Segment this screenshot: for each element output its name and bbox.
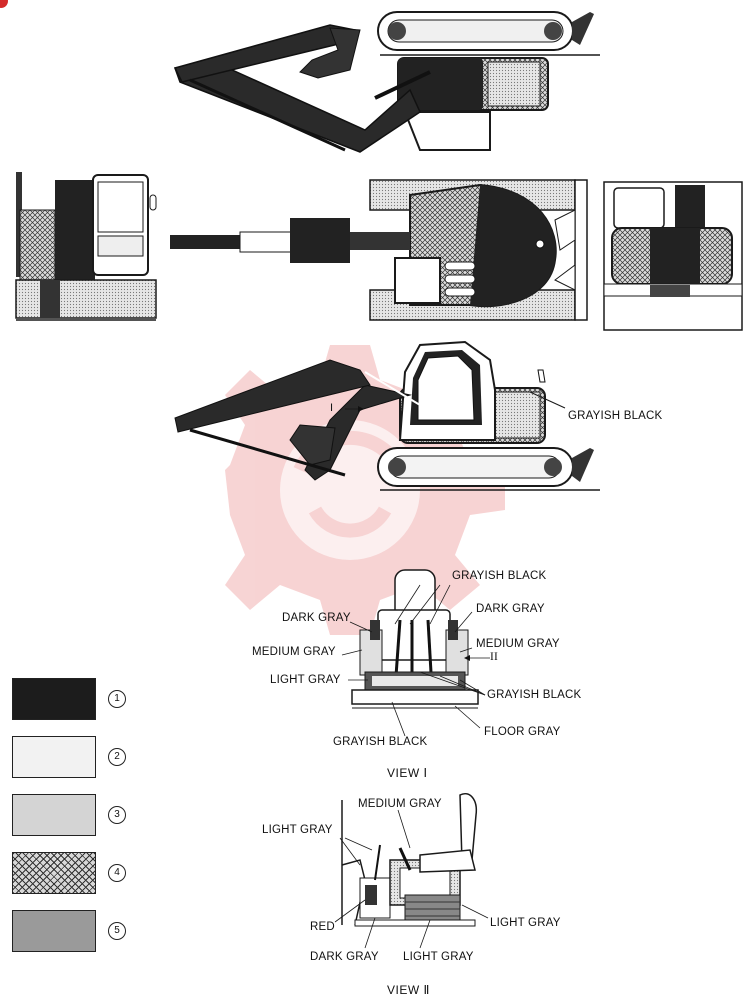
label-view2-dark-gray: DARK GRAY <box>310 951 379 963</box>
excavator-side-view-bottom <box>174 340 600 491</box>
label-view1-medium-gray-left: MEDIUM GRAY <box>252 646 336 658</box>
label-view2-medium-gray: MEDIUM GRAY <box>358 798 442 810</box>
label-view1-medium-gray-right: MEDIUM GRAY <box>476 638 560 650</box>
corner-mark <box>0 0 8 8</box>
caption-view-1: VIEW Ⅰ <box>387 766 428 780</box>
excavator-rear-view <box>603 181 743 331</box>
label-view1-dark-gray-right: DARK GRAY <box>476 603 545 615</box>
label-view1-light-gray: LIGHT GRAY <box>270 674 341 686</box>
excavator-plan-view <box>170 179 588 321</box>
excavator-front-view <box>15 172 157 321</box>
label-view2-light-gray-left: LIGHT GRAY <box>262 824 333 836</box>
legend-number-2: 2 <box>108 748 126 766</box>
legend-swatch-1 <box>12 678 96 720</box>
legend-swatch-5 <box>12 910 96 952</box>
legend-swatch-3 <box>12 794 96 836</box>
excavator-side-view-top <box>173 11 600 153</box>
view-2-cab-interior <box>334 793 489 949</box>
label-view1-grayish-black-right: GRAYISH BLACK <box>487 689 582 701</box>
legend-number-4: 4 <box>108 864 126 882</box>
label-view1-floor-gray: FLOOR GRAY <box>484 726 561 738</box>
legend-number-5: 5 <box>108 922 126 940</box>
marker-view-2: II <box>490 651 499 663</box>
legend-number-1: 1 <box>108 690 126 708</box>
legend-swatch-4 <box>12 852 96 894</box>
label-view2-light-gray-bottom: LIGHT GRAY <box>403 951 474 963</box>
caption-view-2: VIEW Ⅱ <box>387 983 430 997</box>
legend-number-3: 3 <box>108 806 126 824</box>
label-view1-dark-gray-left: DARK GRAY <box>282 612 351 624</box>
label-view2-red: RED <box>310 921 335 933</box>
view-1-cab-interior <box>341 569 490 737</box>
label-view2-light-gray-right: LIGHT GRAY <box>490 917 561 929</box>
legend-swatch-2 <box>12 736 96 778</box>
label-exterior-grayish-black: GRAYISH BLACK <box>568 410 663 422</box>
label-view1-grayish-black-bottom: GRAYISH BLACK <box>333 736 428 748</box>
label-view1-grayish-black-top: GRAYISH BLACK <box>452 570 547 582</box>
marker-view-1: I <box>330 402 334 414</box>
